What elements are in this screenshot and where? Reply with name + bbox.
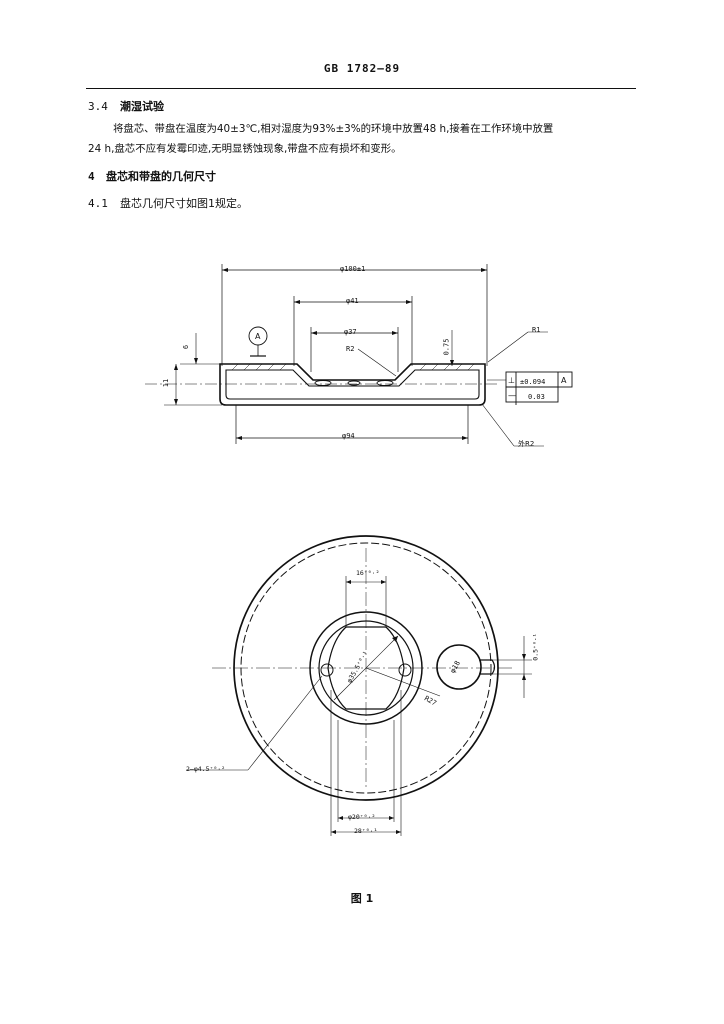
section-4-number: 4 <box>88 170 95 183</box>
figure-caption: 图 1 <box>350 892 374 905</box>
drive-hole <box>436 644 482 690</box>
dim-d37-label: φ37 <box>344 328 357 336</box>
top-view <box>186 535 532 836</box>
tolerance-frame <box>505 371 573 405</box>
radius-r2-label: R2 <box>346 345 355 353</box>
section-3-4-number: 3.4 <box>88 100 108 113</box>
holes-2-label: 2—φ4.5⁺⁰·² <box>186 765 226 773</box>
hub-outer <box>309 611 423 725</box>
disc-section-inner <box>225 369 480 400</box>
dim-d94-label: φ94 <box>342 432 355 440</box>
section-4-1-number: 4.1 <box>88 197 108 210</box>
thickness-label: 0.75 <box>442 338 451 356</box>
tol-perp-datum: A <box>561 376 567 385</box>
section-4-1-text: 盘芯几何尺寸如图1规定。 <box>120 197 248 210</box>
standard-header: GB 1782—89 <box>323 62 401 75</box>
hub-inner <box>318 620 414 716</box>
tol-flat-symbol: — <box>508 391 516 400</box>
hub-hole-left <box>320 663 334 677</box>
disc-section-outline <box>219 363 486 406</box>
section-3-4-para-line2: 24 h,盘芯不应有发霉印迹,无明显锈蚀现象,带盘不应有损坏和变形。 <box>88 143 402 155</box>
outer-r2-label: 外R2 <box>518 440 535 448</box>
tol-perp-value: ±0.094 <box>520 378 546 386</box>
dim-28-label: 28⁺⁰·¹ <box>354 827 378 835</box>
hub-cutout <box>327 626 405 710</box>
dim-d20-label: φ20⁺⁰·² <box>348 813 376 821</box>
section-3-4-title: 潮湿试验 <box>120 100 164 113</box>
header-rule <box>86 88 636 89</box>
height-11-label: 11 <box>162 378 171 388</box>
side-view <box>145 264 573 447</box>
height-6-label: 6 <box>182 344 191 350</box>
tol-perp-symbol: ⊥ <box>508 376 515 385</box>
slot-width-label: 0.5⁺⁰·¹ <box>531 633 540 661</box>
section-hatching <box>231 363 475 371</box>
section-3-4-para-line1: 将盘芯、带盘在温度为40±3℃,相对湿度为93%±3%的环境中放置48 h,接着… <box>113 123 554 135</box>
dim-d100-label: φ100±1 <box>340 265 366 273</box>
hub-hole-right <box>398 663 412 677</box>
tol-flat-value: 0.03 <box>528 393 545 401</box>
dim-d41-label: φ41 <box>346 297 359 305</box>
section-4-title: 盘芯和带盘的几何尺寸 <box>106 170 216 183</box>
datum-a-label: A <box>255 332 261 341</box>
radius-r1-label: R1 <box>532 326 541 334</box>
dim-16-label: 16⁺⁰·² <box>356 569 380 577</box>
